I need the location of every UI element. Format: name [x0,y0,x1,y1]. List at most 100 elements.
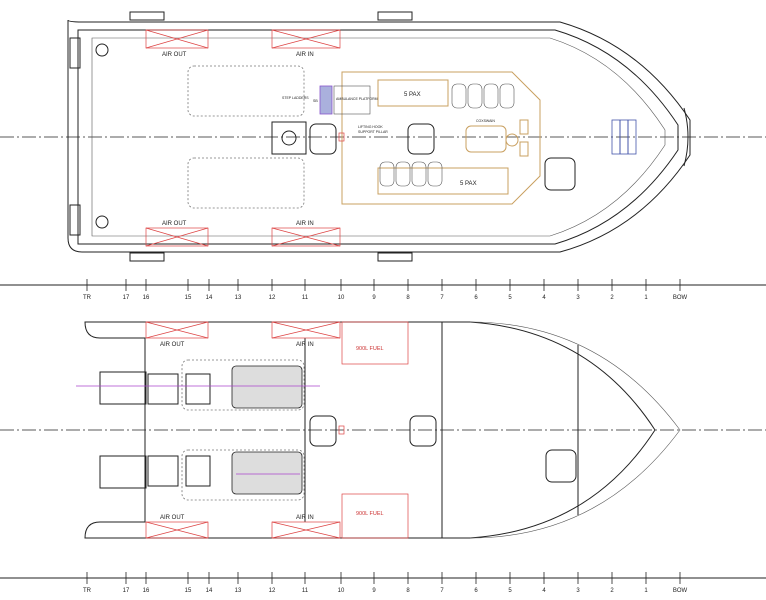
frame-label: 12 [269,588,276,594]
svg-text:SB: SB [313,99,318,103]
stern-post-stbd [69,204,81,236]
frame-label: 2 [610,295,614,301]
console-1 [519,119,529,135]
frame-label: 15 [185,588,192,594]
hatch-ring [281,130,297,146]
frame-label: 3 [576,295,580,301]
frame-label: 9 [372,588,376,594]
coxswain-seat: COXSWAIN [465,119,519,153]
fender-bottom-2 [377,252,413,262]
bench-stbd [377,167,509,195]
frame-label: 13 [235,588,242,594]
frame-label: 7 [440,295,444,301]
air-out-vent-lower-bottom: AIR OUT [145,515,209,539]
svg-text:COXSWAIN: COXSWAIN [476,119,495,123]
svg-text:5 PAX: 5 PAX [404,92,421,98]
bollard-stbd [95,215,109,229]
step-ladder [319,85,333,115]
frame-label: 7 [440,588,444,594]
fender-bottom-1 [129,252,165,262]
svg-text:AIR OUT: AIR OUT [162,221,187,227]
air-out-vent-lower-top: AIR OUT [145,321,209,348]
plan-view: AIR OUT AIR IN AIR OUT AIR IN 5 PAX 5 PA… [0,11,766,262]
svg-text:5 PAX: 5 PAX [460,181,477,187]
console-2 [519,141,529,157]
svg-text:AIR OUT: AIR OUT [160,342,185,348]
frame-label: 13 [235,295,242,301]
seats-port [451,83,515,109]
svg-text:STEP LADDERS: STEP LADDERS [282,96,309,100]
deck-hatch [271,121,307,155]
svg-text:LIFTING HOOK: LIFTING HOOK [358,125,383,129]
frame-label: 15 [185,295,192,301]
frame-label: 14 [206,588,213,594]
fan-1 [309,123,337,155]
lifting-hook-pillar [338,132,345,142]
seats-stbd [379,161,443,187]
frame-label: 9 [372,295,376,301]
engine-hatch-stbd [187,157,305,209]
cabin-outline [341,71,541,205]
svg-text:AIR IN: AIR IN [296,221,314,227]
frame-label: BOW [673,295,688,301]
hull-outline-lower-outer [469,321,681,539]
svg-text:AMBULANCE PLATFORM: AMBULANCE PLATFORM [336,97,378,101]
svg-text:AIR OUT: AIR OUT [160,515,185,521]
platform [333,85,371,115]
fender-top-2 [377,11,413,21]
engine-stbd [99,449,305,501]
frame-label: 12 [269,295,276,301]
frame-label: 10 [338,588,345,594]
fan-lower-1 [309,415,337,447]
frame-label: 16 [143,295,150,301]
frame-label: BOW [673,588,688,594]
fuel-tank-stbd: 900L FUEL [341,493,409,539]
frame-label: 2 [610,588,614,594]
frame-label: 6 [474,588,478,594]
svg-text:900L FUEL: 900L FUEL [356,511,384,517]
fan-3 [544,157,576,191]
fan-2 [407,123,435,155]
frame-label: 1 [644,295,648,301]
frame-label: 17 [123,588,130,594]
frame-label: 3 [576,588,580,594]
air-in-vent-lower-top: AIR IN [271,321,341,348]
engine-port [76,359,320,411]
svg-text:AIR IN: AIR IN [296,342,314,348]
svg-text:AIR IN: AIR IN [296,52,314,58]
fan-lower-3 [545,449,577,483]
hull-outline-outer [67,19,691,253]
svg-text:900L FUEL: 900L FUEL [356,346,384,352]
frame-label: 5 [508,295,512,301]
frame-label: 11 [302,295,309,301]
frame-label: 17 [123,295,130,301]
engine-hatch-port [187,65,305,117]
air-out-vent-top: AIR OUT [145,29,209,58]
frame-label: 8 [406,295,410,301]
bow-fender [683,107,689,167]
engine-room-view: AIR OUT AIR IN AIR OUT AIR IN 900L FUEL … [0,321,766,539]
fuel-tank-port: 900L FUEL [341,321,409,365]
air-in-vent-bottom: AIR IN [271,221,341,247]
deck-line [91,37,666,237]
frame-label: 14 [206,295,213,301]
pillar-lower [338,425,345,435]
frame-label: 6 [474,295,478,301]
bow-hatch [611,119,637,155]
svg-text:AIR OUT: AIR OUT [162,52,187,58]
frame-label: 4 [542,295,546,301]
air-in-vent-top: AIR IN [271,29,341,58]
air-in-vent-lower-bottom: AIR IN [271,515,341,539]
frame-label: 8 [406,588,410,594]
frame-label: TR [83,588,92,594]
fender-top-1 [129,11,165,21]
svg-text:SUPPORT PILLAR: SUPPORT PILLAR [358,130,388,134]
fan-lower-2 [409,415,437,447]
frame-label: 10 [338,295,345,301]
stern-post-port [69,37,81,69]
frame-label: 16 [143,588,150,594]
air-out-vent-bottom: AIR OUT [145,221,209,247]
